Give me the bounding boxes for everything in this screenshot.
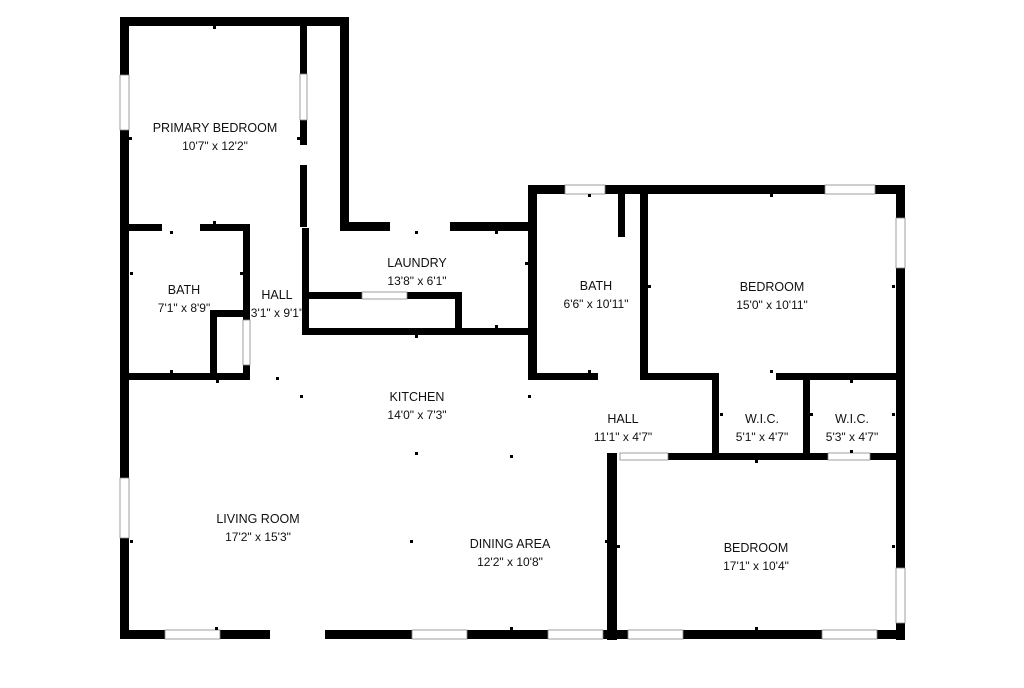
room-dims: 10'7" x 12'2" <box>182 139 248 153</box>
room-dims: 3'1" x 9'1" <box>250 306 304 320</box>
room-name: HALL <box>261 288 293 302</box>
room-name: W.I.C. <box>744 412 780 426</box>
room-name: LAUNDRY <box>387 256 447 270</box>
room-name: BATH <box>167 283 201 297</box>
room-name: KITCHEN <box>389 390 445 404</box>
room-dims: 12'2" x 10'8" <box>477 555 543 569</box>
room-primary-bedroom: PRIMARY BEDROOM 10'7" x 12'2" <box>153 119 278 155</box>
room-dims: 14'0" x 7'3" <box>387 408 447 422</box>
dimension-markers <box>129 26 895 630</box>
room-laundry: LAUNDRY 13'8" x 6'1" <box>387 254 447 290</box>
room-name: BEDROOM <box>723 541 789 555</box>
room-name: W.I.C. <box>834 412 870 426</box>
room-wic-2: W.I.C. 5'3" x 4'7" <box>826 410 878 446</box>
room-kitchen: KITCHEN 14'0" x 7'3" <box>387 388 446 424</box>
room-bath-left: BATH 7'1" x 8'9" <box>158 281 210 317</box>
room-bath-right: BATH 6'6" x 10'11" <box>564 277 629 313</box>
room-name: DINING AREA <box>469 537 551 551</box>
room-dims: 5'3" x 4'7" <box>825 430 879 444</box>
room-dims: 15'0" x 10'11" <box>736 298 808 312</box>
windows <box>119 73 906 640</box>
room-hall-left: HALL 3'1" x 9'1" <box>251 286 303 322</box>
room-name: LIVING ROOM <box>216 512 300 526</box>
room-dims: 17'2" x 15'3" <box>225 530 291 544</box>
room-living-room: LIVING ROOM 17'2" x 15'3" <box>216 510 299 546</box>
room-name: BEDROOM <box>739 280 805 294</box>
room-wic-1: W.I.C. 5'1" x 4'7" <box>736 410 788 446</box>
room-name: BATH <box>579 279 613 293</box>
room-dims: 7'1" x 8'9" <box>157 301 211 315</box>
room-name: HALL <box>607 412 639 426</box>
room-name: PRIMARY BEDROOM <box>152 121 278 135</box>
room-dims: 17'1" x 10'4" <box>723 559 789 573</box>
room-bedroom-top-right: BEDROOM 15'0" x 10'11" <box>736 278 808 314</box>
room-dims: 13'8" x 6'1" <box>387 274 447 288</box>
room-dining-area: DINING AREA 12'2" x 10'8" <box>470 535 551 571</box>
room-bedroom-bottom-right: BEDROOM 17'1" x 10'4" <box>723 539 789 575</box>
room-dims: 6'6" x 10'11" <box>563 297 629 311</box>
room-hall-right: HALL 11'1" x 4'7" <box>594 410 652 446</box>
room-dims: 5'1" x 4'7" <box>735 430 789 444</box>
room-dims: 11'1" x 4'7" <box>593 430 653 444</box>
